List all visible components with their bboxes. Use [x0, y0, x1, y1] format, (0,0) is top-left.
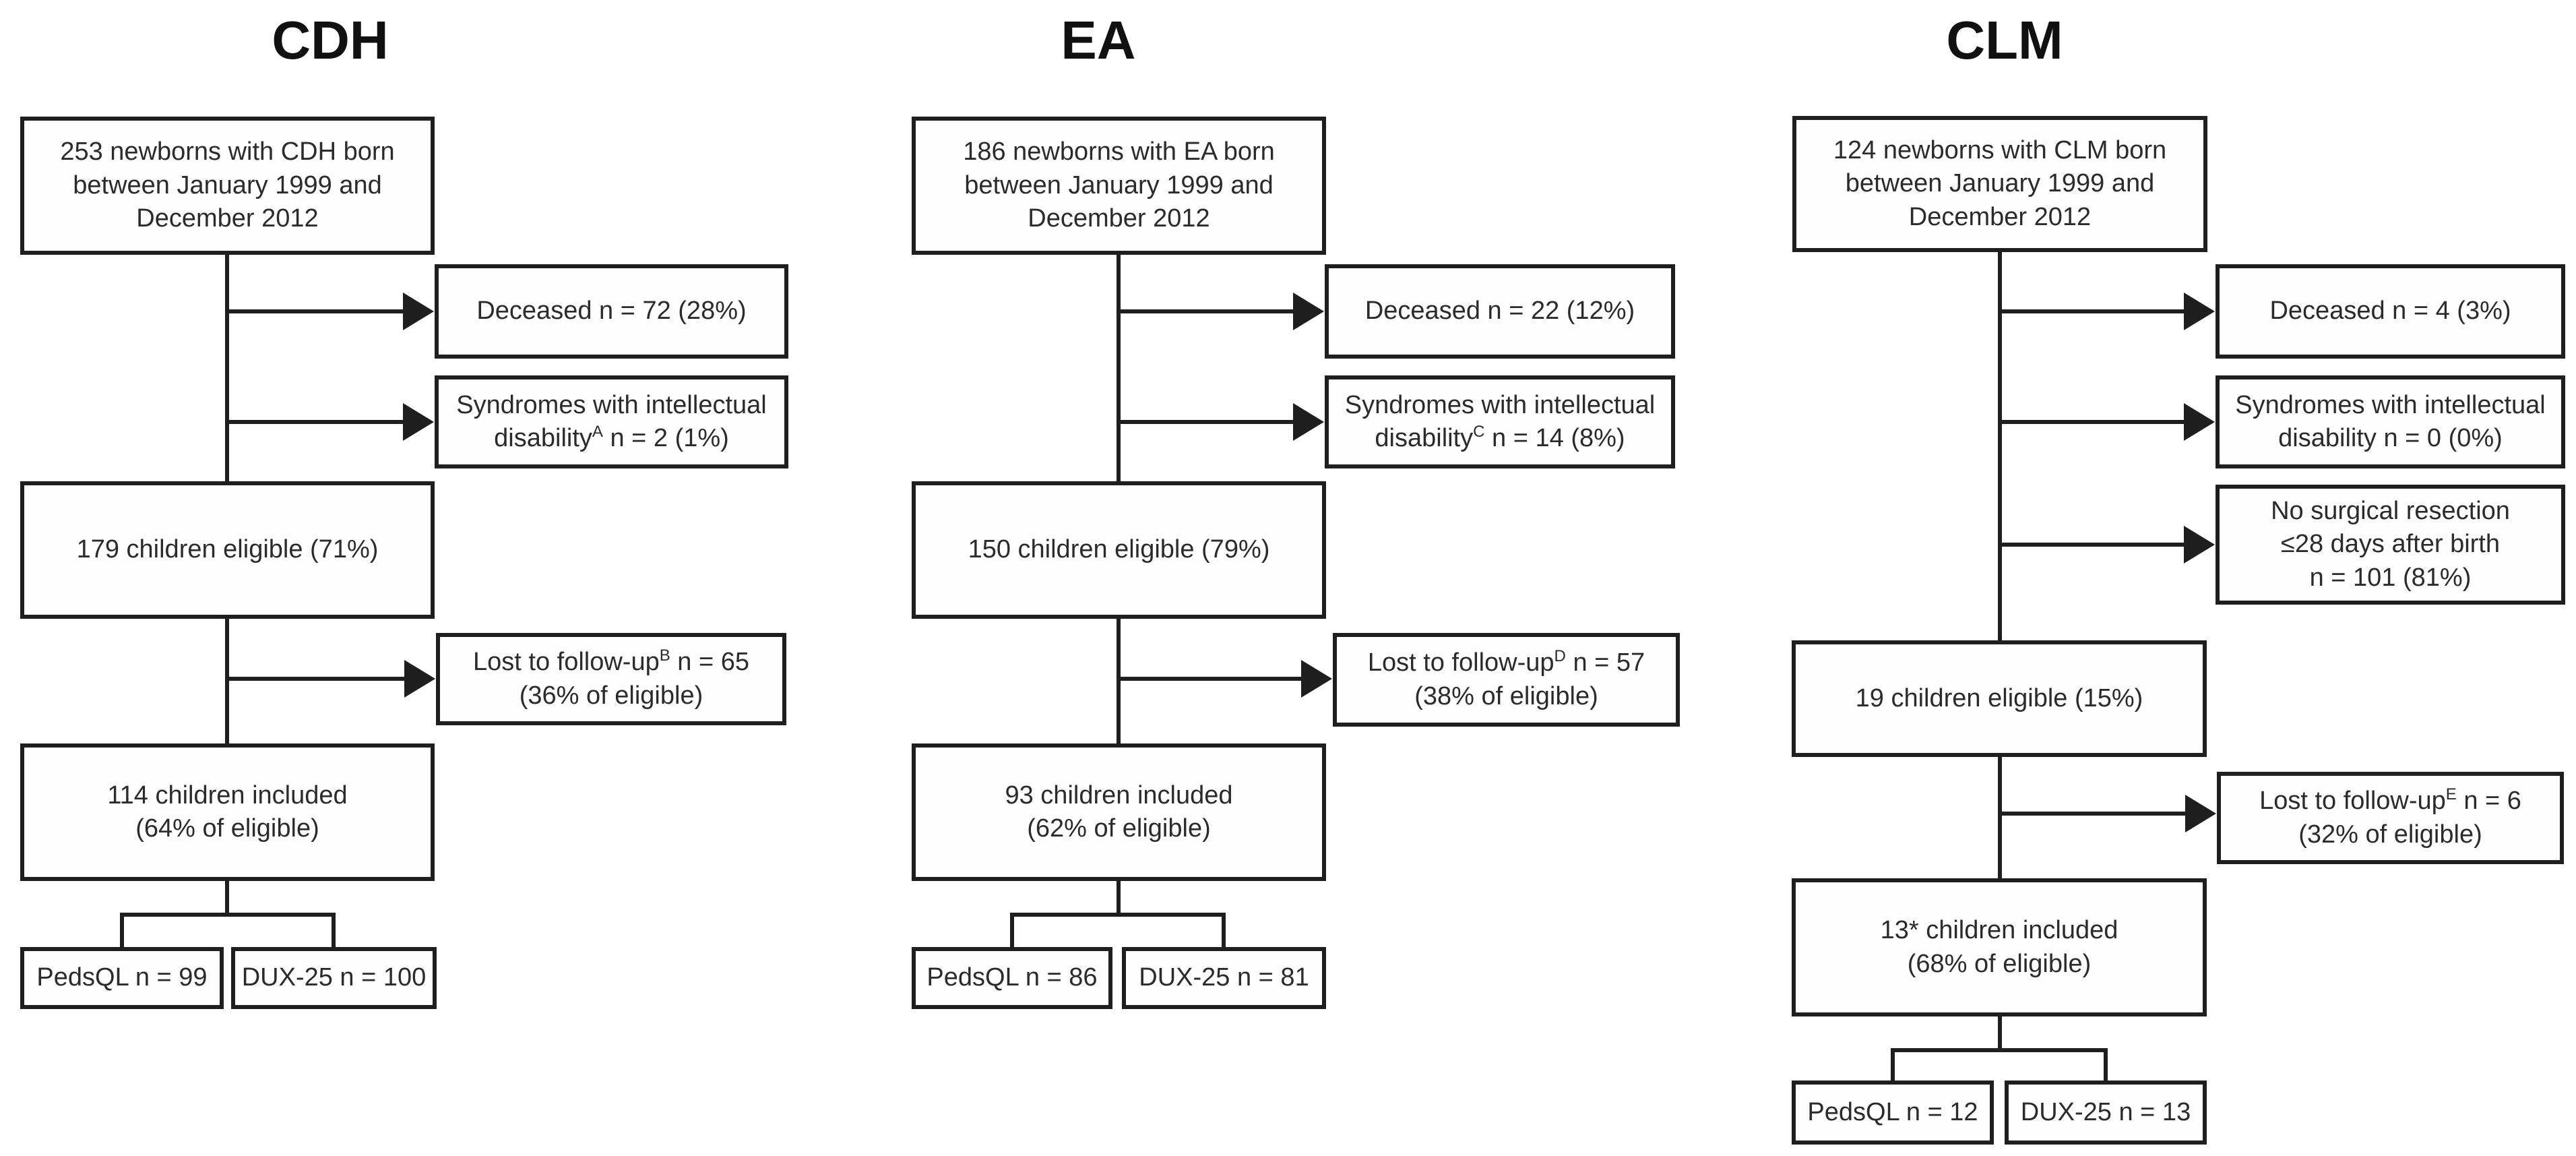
- arrow-line: [2000, 812, 2186, 816]
- syndromes-box: Syndromes with intellectual disabilityA n…: [435, 375, 788, 468]
- syndromes-line2-post: n = 14 (8%): [1484, 424, 1625, 452]
- syndromes-line2-pre: disability: [1375, 424, 1474, 452]
- syndromes-box: Syndromes with intellectual disabilityC n…: [1325, 375, 1675, 468]
- lost-line1-pre: Lost to follow-up: [2259, 787, 2446, 816]
- lost-label: Lost to follow-upB n = 65 (36% of eligibl…: [473, 646, 749, 712]
- arrow-line: [2000, 543, 2185, 547]
- syndromes-line2-pre: disability: [2278, 424, 2377, 452]
- arrow-head-icon: [2184, 293, 2215, 330]
- column-title-ea: EA: [1061, 10, 1136, 70]
- arrow-head-icon: [1293, 403, 1324, 441]
- lost-line2: (32% of eligible): [2298, 820, 2482, 849]
- footnote-superscript: A: [592, 423, 603, 441]
- syndromes-line2-post: n = 0 (0%): [2376, 424, 2503, 452]
- arrow-line: [227, 677, 405, 681]
- included-box: 13* children included (68% of eligible): [1792, 878, 2207, 1016]
- arrow-line: [2000, 420, 2185, 424]
- dux25-box: DUX-25 n = 13: [2005, 1081, 2207, 1145]
- branch-drop-line: [2104, 1048, 2108, 1081]
- source-box: 124 newborns with CLM born between Janua…: [1792, 116, 2207, 252]
- arrow-line: [2000, 309, 2185, 313]
- deceased-box: Deceased n = 72 (28%): [435, 264, 788, 359]
- syndromes-label: Syndromes with intellectual disability n …: [2235, 389, 2545, 456]
- connector-line: [1117, 881, 1121, 916]
- arrow-head-icon: [2184, 526, 2215, 564]
- arrow-line: [1119, 677, 1302, 681]
- arrow-line: [227, 420, 404, 424]
- branch-line: [1010, 913, 1226, 917]
- branch-line: [120, 913, 336, 917]
- arrow-head-icon: [2185, 795, 2216, 832]
- syndromes-label: Syndromes with intellectual disabilityC n…: [1345, 389, 1655, 456]
- deceased-box: Deceased n = 22 (12%): [1325, 264, 1675, 359]
- connector-line: [225, 619, 229, 743]
- syndromes-line2-post: n = 2 (1%): [602, 424, 729, 452]
- syndromes-line1: Syndromes with intellectual: [2235, 390, 2546, 419]
- lost-line1-pre: Lost to follow-up: [1367, 648, 1554, 677]
- lost-label: Lost to follow-upD n = 57 (38% of eligibl…: [1368, 646, 1645, 713]
- branch-drop-line: [332, 913, 336, 950]
- column-title-cdh: CDH: [272, 10, 389, 70]
- lost-line2: (36% of eligible): [519, 681, 703, 710]
- arrow-head-icon: [1301, 660, 1332, 698]
- lost-line1-post: n = 6: [2456, 787, 2521, 816]
- lost-line1-pre: Lost to follow-up: [473, 648, 660, 677]
- lost-label: Lost to follow-upE n = 6 (32% of eligible…: [2259, 785, 2521, 851]
- lost-box: Lost to follow-upE n = 6 (32% of eligible…: [2217, 772, 2564, 864]
- connector-line: [1117, 255, 1121, 481]
- connector-line: [225, 255, 229, 481]
- arrow-head-icon: [404, 660, 435, 698]
- arrow-line: [1119, 420, 1294, 424]
- footnote-superscript: C: [1473, 423, 1485, 441]
- branch-drop-line: [120, 913, 124, 950]
- syndromes-line1: Syndromes with intellectual: [456, 390, 767, 419]
- branch-line: [1891, 1048, 2108, 1052]
- arrow-line: [1119, 309, 1294, 313]
- connector-line: [1998, 757, 2002, 878]
- syndromes-box: Syndromes with intellectual disability n …: [2216, 375, 2565, 468]
- branch-drop-line: [1891, 1048, 1895, 1081]
- lost-line1-post: n = 65: [670, 648, 749, 677]
- pedsql-box: PedsQL n = 86: [912, 947, 1112, 1009]
- dux25-box: DUX-25 n = 100: [231, 947, 437, 1009]
- connector-line: [225, 881, 229, 916]
- branch-drop-line: [1010, 913, 1014, 950]
- footnote-superscript: E: [2445, 785, 2457, 804]
- source-box: 186 newborns with EA born between Januar…: [912, 117, 1326, 255]
- source-box: 253 newborns with CDH born between Janua…: [20, 117, 435, 255]
- syndromes-line1: Syndromes with intellectual: [1344, 390, 1656, 419]
- lost-line1-post: n = 57: [1565, 648, 1645, 677]
- connector-line: [1998, 1016, 2002, 1052]
- eligible-box: 150 children eligible (79%): [912, 481, 1326, 619]
- footnote-superscript: D: [1554, 647, 1566, 666]
- arrow-head-icon: [2184, 403, 2215, 441]
- branch-drop-line: [1222, 913, 1226, 950]
- pedsql-box: PedsQL n = 12: [1792, 1081, 1994, 1145]
- arrow-head-icon: [403, 403, 434, 441]
- lost-line2: (38% of eligible): [1414, 681, 1598, 710]
- lost-box: Lost to follow-upD n = 57 (38% of eligibl…: [1333, 633, 1680, 727]
- included-box: 114 children included (64% of eligible): [20, 743, 435, 881]
- arrow-head-icon: [403, 293, 434, 330]
- included-box: 93 children included (62% of eligible): [912, 743, 1326, 881]
- no-surgery-box: No surgical resection ≤28 days after bir…: [2216, 485, 2565, 605]
- arrow-head-icon: [1293, 293, 1324, 330]
- connector-line: [1117, 619, 1121, 743]
- footnote-superscript: B: [659, 646, 670, 665]
- column-title-clm: CLM: [1946, 10, 2063, 70]
- lost-box: Lost to follow-upB n = 65 (36% of eligibl…: [436, 633, 786, 725]
- connector-line: [1998, 252, 2002, 640]
- pedsql-box: PedsQL n = 99: [20, 947, 224, 1009]
- deceased-box: Deceased n = 4 (3%): [2216, 264, 2565, 359]
- eligible-box: 19 children eligible (15%): [1792, 640, 2207, 757]
- dux25-box: DUX-25 n = 81: [1122, 947, 1326, 1009]
- syndromes-line2-pre: disability: [494, 424, 592, 452]
- arrow-line: [227, 309, 404, 313]
- syndromes-label: Syndromes with intellectual disabilityA n…: [456, 389, 766, 456]
- eligible-box: 179 children eligible (71%): [20, 481, 435, 619]
